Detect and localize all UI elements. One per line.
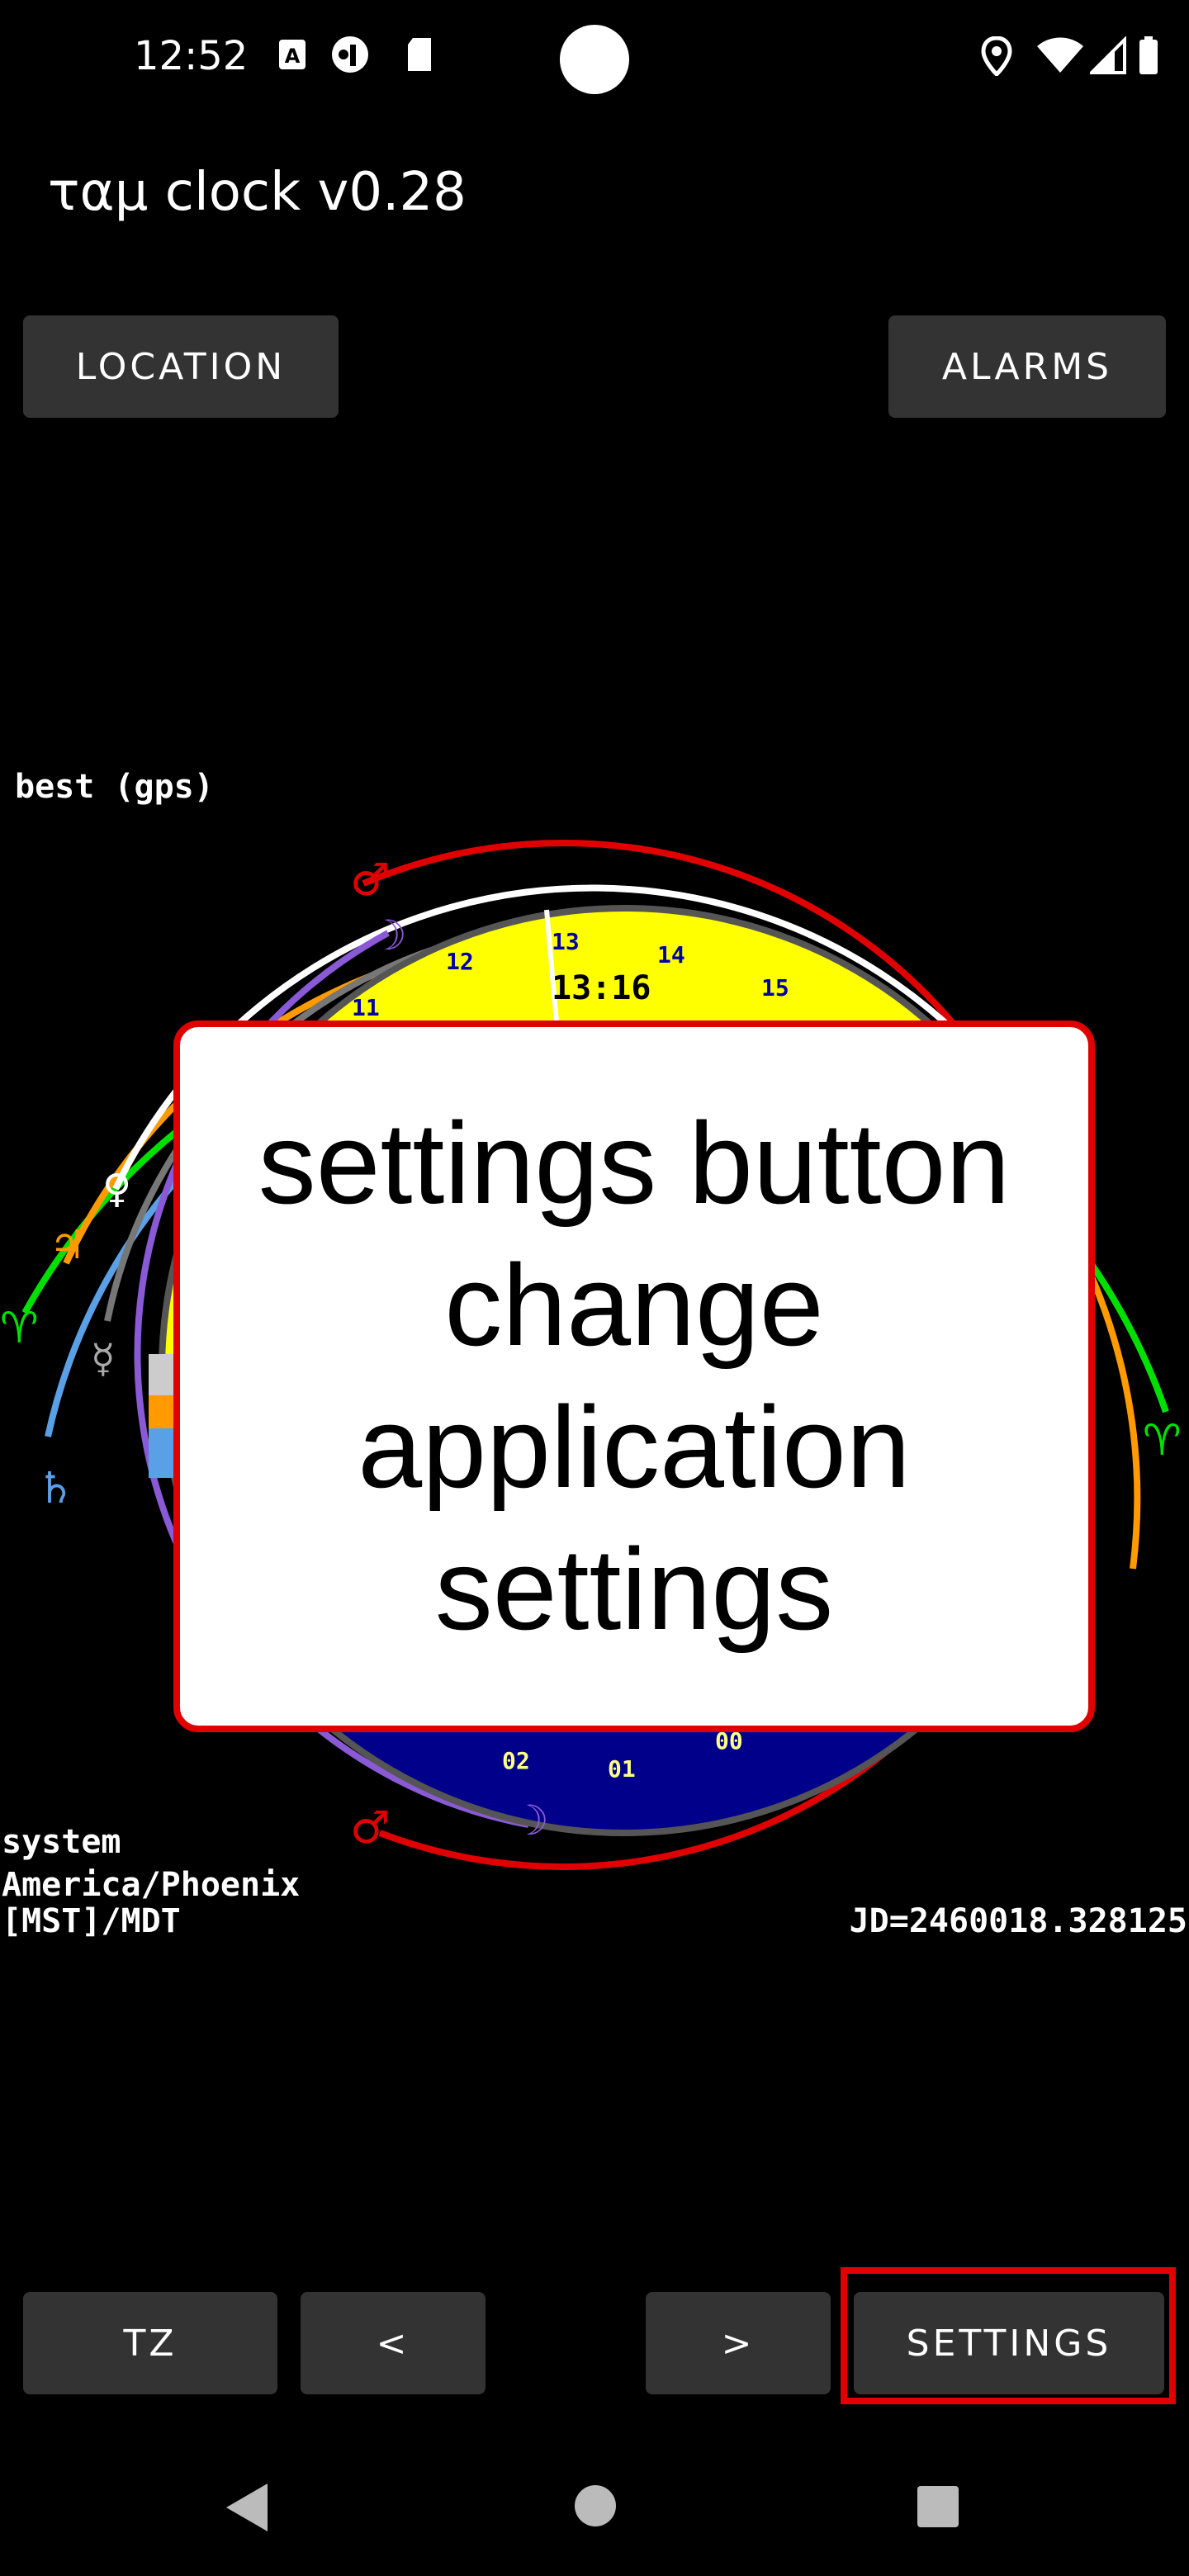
status-bar: 12:52 A (0, 0, 1189, 116)
hour-label: 15 (761, 974, 789, 1002)
back-triangle-icon[interactable] (223, 2480, 272, 2535)
sd-card-icon (405, 36, 434, 77)
svg-text:A: A (285, 45, 301, 68)
hour-label: 14 (657, 941, 685, 968)
a-box-icon: A (277, 36, 307, 77)
settings-highlight (841, 2267, 1176, 2404)
next-button[interactable]: > (646, 2292, 831, 2394)
wifi-icon (1035, 36, 1085, 80)
callout-text: settings button change application setti… (258, 1098, 1011, 1654)
alarms-button[interactable]: ALARMS (888, 315, 1166, 418)
aries-symbol-icon: ♈ (0, 1304, 39, 1353)
moon-symbol-icon: ☽ (370, 912, 407, 959)
hour-label: 12 (446, 948, 474, 975)
hour-label: 01 (608, 1755, 636, 1783)
mercury-symbol-icon: ☿ (91, 1336, 115, 1382)
status-time: 12:52 (134, 33, 249, 79)
timezone-source-label: system (2, 1823, 121, 1861)
hour-label: 11 (352, 994, 380, 1021)
mars-symbol-icon: ♂ (350, 854, 390, 906)
hour-label: 13 (552, 928, 580, 955)
time-display: 13:16 (552, 969, 651, 1007)
location-button[interactable]: LOCATION (23, 315, 339, 418)
julian-date-label: JD=2460018.328125 (849, 1902, 1187, 1940)
signal-icon (1087, 36, 1126, 80)
aries-symbol-icon: ♈ (1143, 1416, 1182, 1466)
location-source-label: best (gps) (15, 768, 214, 806)
hour-label: 02 (502, 1747, 530, 1774)
navigation-bar (0, 2444, 1189, 2576)
tz-button[interactable]: TZ (23, 2292, 277, 2394)
timezone-name-label: America/Phoenix (2, 1866, 301, 1904)
circle-p-icon (330, 36, 370, 80)
battery-icon (1138, 36, 1159, 80)
venus-symbol-icon: ♀ (102, 1166, 131, 1212)
settings-button[interactable]: SETTINGS (854, 2292, 1164, 2394)
home-circle-icon[interactable] (573, 2484, 618, 2528)
camera-cutout (560, 25, 629, 94)
jupiter-symbol-icon: ♃ (50, 1222, 85, 1268)
saturn-symbol-icon: ♄ (36, 1464, 75, 1513)
moon-symbol-icon: ☽ (512, 1797, 549, 1844)
mars-symbol-icon: ♂ (350, 1802, 390, 1854)
app-title: ταμ clock v0.28 (48, 162, 467, 223)
location-pin-icon (981, 36, 1012, 80)
prev-button[interactable]: < (301, 2292, 486, 2394)
recents-square-icon[interactable] (917, 2485, 959, 2528)
timezone-abbr-label: [MST]/MDT (2, 1902, 181, 1940)
settings-callout: settings button change application setti… (173, 1020, 1095, 1732)
